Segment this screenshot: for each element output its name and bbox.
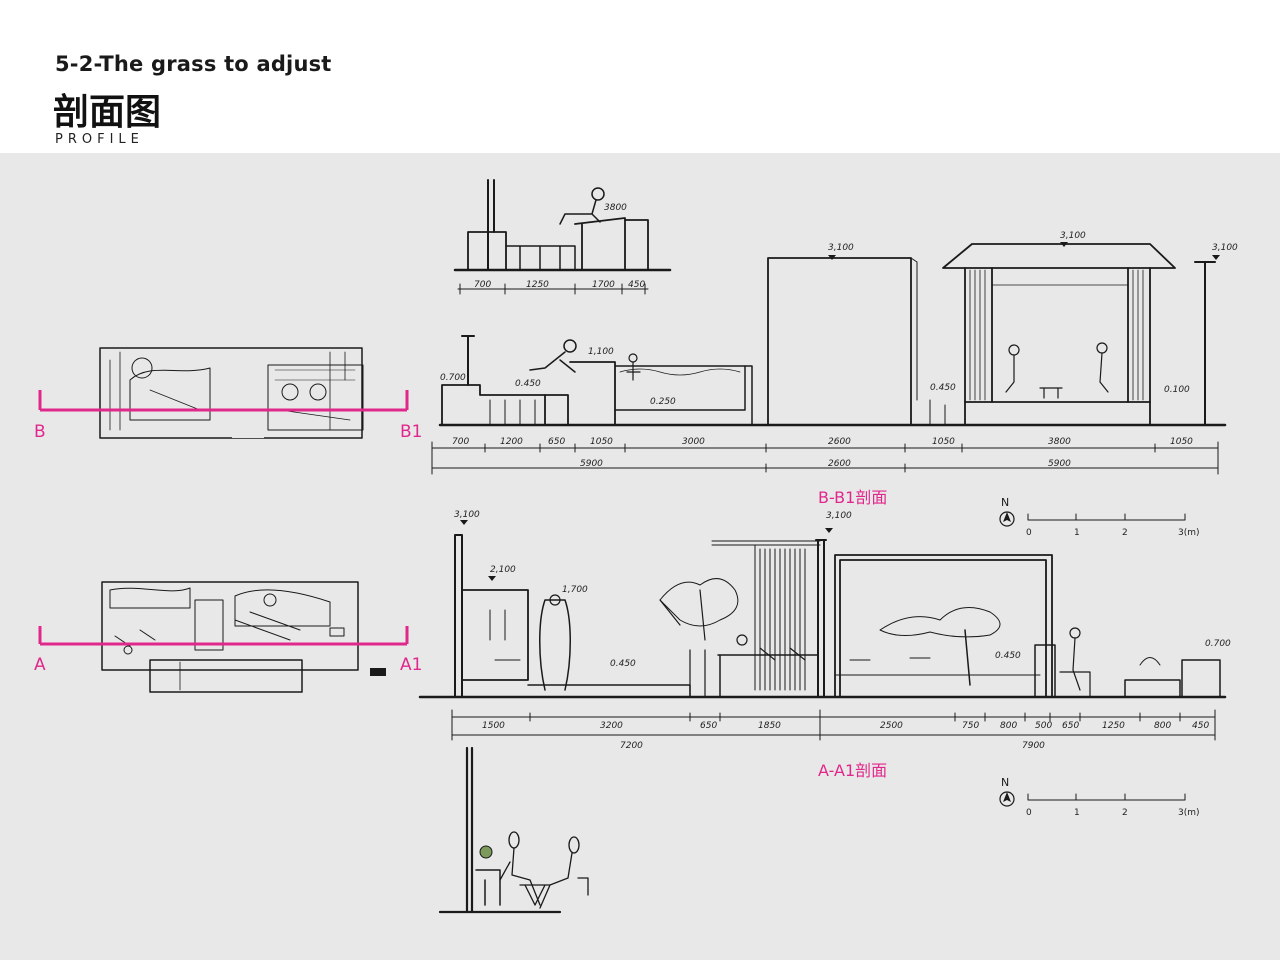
dimension-label: 1050 — [1170, 437, 1193, 447]
dimension-label: 7900 — [1022, 741, 1045, 751]
aa1-height-3: 2,100 — [490, 565, 516, 575]
north-arrow-upper: N — [999, 496, 1015, 527]
aa1-height-7: 0.700 — [1205, 639, 1231, 649]
scale-tick-label: 3(m) — [1178, 808, 1200, 818]
aa1-height-6: 0.450 — [995, 651, 1021, 661]
dimension-label: 1850 — [758, 721, 781, 731]
caption-a-a1: A-A1剖面 — [818, 761, 887, 780]
dimension-label: 450 — [1192, 721, 1209, 731]
page-subtitle: PROFILE — [55, 132, 144, 147]
plan-b-b1 — [99, 347, 364, 439]
dimension-label: 1500 — [482, 721, 505, 731]
dimension-label: 7200 — [620, 741, 643, 751]
dimension-label: 650 — [700, 721, 717, 731]
north-label-lower: N — [1001, 776, 1009, 789]
dimension-label: 2600 — [828, 437, 851, 447]
seat-height-label: 3800 — [604, 203, 627, 213]
north-arrow-lower: N — [999, 776, 1015, 807]
dimension-label: 2600 — [828, 459, 851, 469]
dimension-label: 3000 — [682, 437, 705, 447]
scale-tick-label: 2 — [1122, 808, 1128, 818]
seat-detail-section: 3800 700 1250 1700 450 — [453, 179, 672, 295]
dimension-label: 700 — [452, 437, 469, 447]
north-label: N — [1001, 496, 1009, 509]
bb1-height-4: 1,100 — [588, 347, 614, 357]
dimension-label: 1050 — [590, 437, 613, 447]
dimension-label: 5900 — [580, 459, 603, 469]
section-line-b-b1: B B1 — [34, 390, 422, 442]
dimension-label: 3200 — [600, 721, 623, 731]
scale-bar-lower: 0 1 2 3(m) — [1026, 793, 1200, 818]
bb1-height-1: 3,100 — [828, 243, 854, 253]
aa1-height-1: 3,100 — [454, 510, 480, 520]
dimension-label: 1250 — [1102, 721, 1125, 731]
bb1-height-8: 0.450 — [930, 383, 956, 393]
section-label-b1: B1 — [400, 422, 422, 442]
dimension-label: 500 — [1035, 721, 1052, 731]
scale-tick-label: 0 — [1026, 528, 1032, 538]
bb1-height-9: 0.100 — [1164, 385, 1190, 395]
dimension-label: 650 — [1062, 721, 1079, 731]
bb1-height-2: 3,100 — [1060, 231, 1086, 241]
dimension-label: 1050 — [932, 437, 955, 447]
dimension-label: 1200 — [500, 437, 523, 447]
scale-tick-label: 0 — [1026, 808, 1032, 818]
dimension-label: 800 — [1154, 721, 1171, 731]
dimension-label: 2500 — [880, 721, 903, 731]
header: 5-2-The grass to adjust 剖面图 PROFILE — [0, 0, 1280, 153]
page-title-chinese: 剖面图 — [53, 92, 162, 133]
dimension-label: 1700 — [592, 280, 615, 290]
dimension-label: 5900 — [1048, 459, 1071, 469]
scale-tick-label: 1 — [1074, 808, 1080, 818]
bb1-height-5: 0.700 — [440, 373, 466, 383]
page-title: 5-2-The grass to adjust — [55, 52, 332, 76]
section-label-a1: A1 — [400, 655, 422, 675]
scale-tick-label: 1 — [1074, 528, 1080, 538]
dimension-label: 700 — [474, 280, 491, 290]
aa1-height-5: 0.450 — [610, 659, 636, 669]
scale-tick-label: 2 — [1122, 528, 1128, 538]
dimension-label: 750 — [962, 721, 979, 731]
dimension-label: 650 — [548, 437, 565, 447]
drawing-sheet — [0, 153, 1280, 960]
bb1-height-6: 0.450 — [515, 379, 541, 389]
section-line-a-a1: A A1 — [34, 626, 422, 675]
aa1-height-4: 1,700 — [562, 585, 588, 595]
seating-people-detail — [438, 746, 589, 914]
dimension-label: 450 — [628, 280, 645, 290]
bb1-height-7: 0.250 — [650, 397, 676, 407]
plan-a-a1 — [101, 581, 386, 693]
scale-bar-upper: 0 1 2 3(m) — [1026, 513, 1200, 538]
bb1-height-3: 3,100 — [1212, 243, 1238, 253]
dimension-label: 800 — [1000, 721, 1017, 731]
section-a-a1: 3,100 3,100 2,100 1,700 0.450 0.450 0.70… — [418, 510, 1231, 751]
aa1-height-2: 3,100 — [826, 511, 852, 521]
dimension-label: 3800 — [1048, 437, 1071, 447]
scale-tick-label: 3(m) — [1178, 528, 1200, 538]
section-label-a: A — [34, 655, 46, 675]
section-label-b: B — [34, 422, 46, 442]
section-b-b1: 3,100 3,100 3,100 1,100 0.700 0.450 0.25… — [431, 231, 1238, 475]
dimension-label: 1250 — [526, 280, 549, 290]
caption-b-b1: B-B1剖面 — [818, 488, 887, 507]
